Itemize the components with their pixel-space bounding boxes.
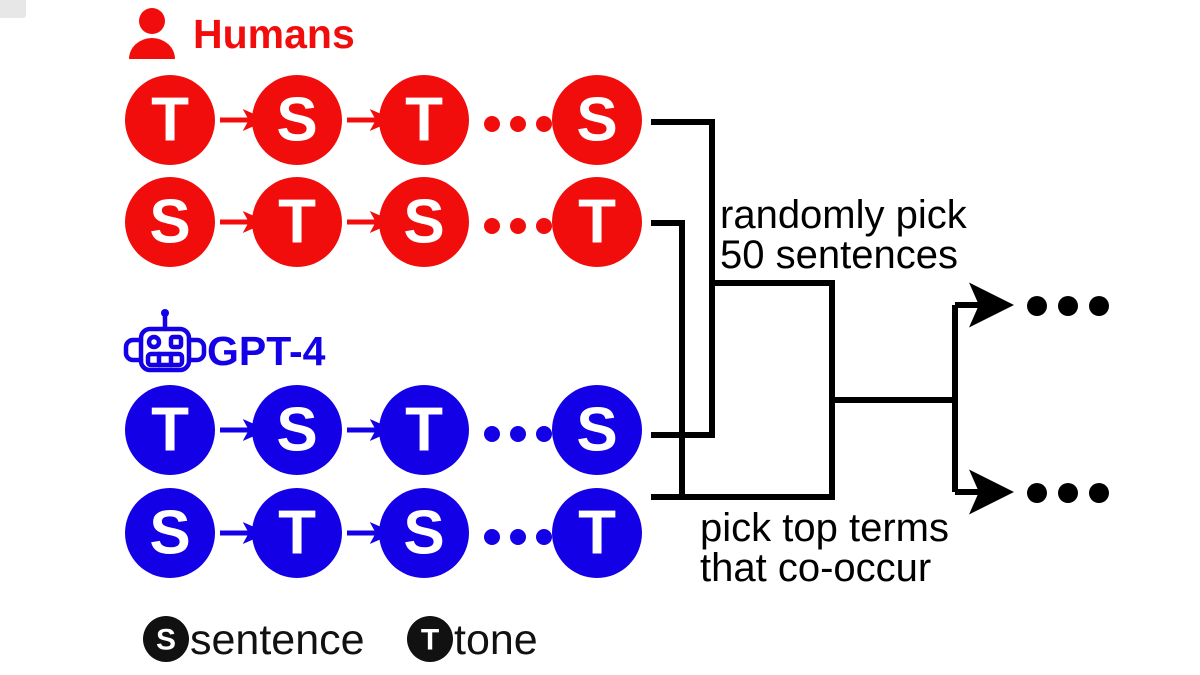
node-label: S [403,188,444,257]
node-label: S [276,86,317,155]
group-header-humans: Humans [129,8,355,59]
output-ellipsis-top [1027,296,1109,316]
humans-row-1: T S T S [125,75,642,165]
connector-merge-lower [682,400,835,500]
group-header-gpt4: GPT-4 [123,309,326,374]
annotation-step-1: randomly pick 50 sentences [720,193,968,277]
humans-row-2: S T S T [125,177,642,267]
person-icon [129,8,175,59]
node-circle [552,75,642,165]
legend: S sentence T tone [143,616,538,664]
node-label: T [578,188,616,257]
row-ellipsis [484,529,552,545]
annotation-step-1-line-2: 50 sentences [720,233,958,277]
node-label: T [151,86,189,155]
gpt4-row-2: S T S T [125,488,642,578]
node-label: T [151,396,189,465]
legend-item-sentence: S sentence [143,616,365,664]
legend-marker-label: T [421,624,439,657]
node-circle [125,488,215,578]
row-ellipsis [484,116,552,132]
node-circle [252,75,342,165]
node-circle [552,385,642,475]
node-label: S [149,188,190,257]
output-ellipsis-bottom [1027,483,1109,503]
node-label: S [576,396,617,465]
node-circle [252,177,342,267]
row-ellipsis [484,218,552,234]
node-circle [379,177,469,267]
node-circle [252,488,342,578]
node-circle [252,385,342,475]
node-circle [379,385,469,475]
node-label: T [405,396,443,465]
node-label: S [576,86,617,155]
corner-artifact [0,0,26,18]
output-arrows [955,282,1014,515]
connector-bracket-bottom [651,220,685,500]
legend-marker-circle [143,616,189,662]
node-circle [552,488,642,578]
node-circle [125,385,215,475]
node-circle [379,488,469,578]
annotation-step-2-line-1: pick top terms [700,506,949,550]
node-label: T [278,499,316,568]
node-label: T [578,499,616,568]
group-label-humans: Humans [193,11,355,57]
robot-icon [123,309,207,373]
annotation-step-2: pick top terms that co-occur [700,506,949,590]
legend-marker-label: S [156,624,176,657]
node-circle [125,75,215,165]
node-label: S [403,499,444,568]
node-circle [552,177,642,267]
node-circle [379,75,469,165]
annotation-step-1-line-1: randomly pick [720,193,968,237]
legend-item-tone: T tone [407,616,538,664]
node-label: S [276,396,317,465]
gpt4-row-1: T S T S [125,385,642,475]
node-label: T [278,188,316,257]
node-circle [125,177,215,267]
node-label: S [149,499,190,568]
row-ellipsis [484,426,552,442]
connector-network [651,119,958,500]
legend-item-text: tone [454,616,538,664]
legend-item-text: sentence [190,616,365,664]
node-label: T [405,86,443,155]
group-label-gpt4: GPT-4 [207,328,326,374]
legend-marker-circle [407,616,453,662]
annotation-step-2-line-2: that co-occur [700,546,931,590]
connector-merge-upper [712,280,835,400]
